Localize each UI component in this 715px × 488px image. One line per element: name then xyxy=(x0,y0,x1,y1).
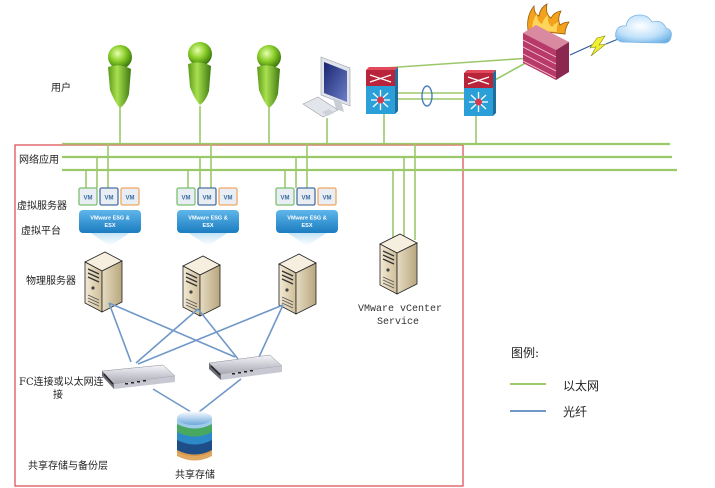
firewall-icon xyxy=(522,3,570,80)
vm-label: VM xyxy=(323,196,332,202)
vm-box xyxy=(120,187,140,206)
virtualization-funnel xyxy=(187,232,229,246)
user-icon xyxy=(188,42,212,105)
vm-host: VM VM VM VMware ESG &ESX xyxy=(78,187,141,246)
user-icon xyxy=(108,45,132,108)
vcenter-server-icon xyxy=(379,233,418,295)
workstation-icon xyxy=(302,56,351,118)
link-aggregation-icon xyxy=(421,85,433,107)
layer-label-virtual-platform: 虚拟平台 xyxy=(21,226,61,237)
vm-host: VM VM VM VMware ESG &ESX xyxy=(176,187,239,246)
shared-storage-icon xyxy=(177,411,212,461)
vm-box xyxy=(78,187,98,206)
virtualization-funnel xyxy=(286,232,328,246)
vm-box xyxy=(296,187,316,206)
wan-link-icon xyxy=(589,35,608,57)
core-switch-icon xyxy=(464,70,496,116)
vm-label: VM xyxy=(126,196,135,202)
fiber-links xyxy=(108,302,284,413)
vm-box xyxy=(176,187,196,206)
esx-label: ESX xyxy=(104,223,115,229)
layer-label-users: 用户 xyxy=(51,83,71,94)
vm-box xyxy=(317,187,337,206)
esx-label: VMware ESG & xyxy=(90,216,129,222)
vm-label: VM xyxy=(84,196,93,202)
user-links xyxy=(119,106,477,144)
layer-label-physical-servers: 物理服务器 xyxy=(26,276,76,287)
core-switch-icon xyxy=(366,67,398,114)
legend-ethernet-label: 以太网 xyxy=(563,379,600,393)
vm-label: VM xyxy=(182,196,191,202)
esx-platform xyxy=(177,210,239,233)
vcenter-label: VMware vCenter Service xyxy=(358,303,443,329)
vcenter-label-line1: VMware vCenter xyxy=(358,304,443,315)
layer-label-virtual-servers: 虚拟服务器 xyxy=(17,201,67,212)
cloud-icon xyxy=(615,14,672,44)
vm-box xyxy=(218,187,238,206)
vm-label: VM xyxy=(281,196,290,202)
layer-label-storage-backup: 共享存储与备份层 xyxy=(28,461,108,472)
user-icon xyxy=(257,45,281,108)
vm-label: VM xyxy=(302,196,311,202)
esx-platform xyxy=(79,210,141,233)
vm-box xyxy=(275,187,295,206)
vm-label: VM xyxy=(203,196,212,202)
vm-label: VM xyxy=(224,196,233,202)
physical-server-icon xyxy=(182,255,221,317)
core-links xyxy=(383,57,532,100)
legend-title: 图例: xyxy=(511,346,540,360)
layer-label-network-apps: 网络应用 xyxy=(19,155,59,166)
vm-box xyxy=(197,187,217,206)
shared-storage-label: 共享存储 xyxy=(175,470,215,481)
esx-label: ESX xyxy=(202,223,213,229)
physical-server-icon xyxy=(278,253,317,315)
vm-label: VM xyxy=(105,196,114,202)
esx-label: VMware ESG & xyxy=(287,216,326,222)
vm-box xyxy=(99,187,119,206)
virtualization-funnel xyxy=(89,232,131,246)
vcenter-label-line2: Service xyxy=(376,317,419,328)
vm-uplinks xyxy=(85,144,416,243)
esx-label: VMware ESG & xyxy=(188,216,227,222)
ethernet-backbone xyxy=(62,142,677,172)
physical-server-icon xyxy=(84,251,123,313)
vm-host: VM VM VM VMware ESG &ESX xyxy=(275,187,338,246)
san-switch-icon xyxy=(208,354,283,380)
layer-label-fc-ethernet: FC连接或以太网连 xyxy=(19,377,104,388)
layer-label-fc-ethernet-cont: 接 xyxy=(53,390,63,401)
esx-label: ESX xyxy=(301,223,312,229)
esx-platform xyxy=(276,210,338,233)
san-switch-icon xyxy=(101,364,176,389)
legend-fiber-label: 光纤 xyxy=(563,405,588,419)
